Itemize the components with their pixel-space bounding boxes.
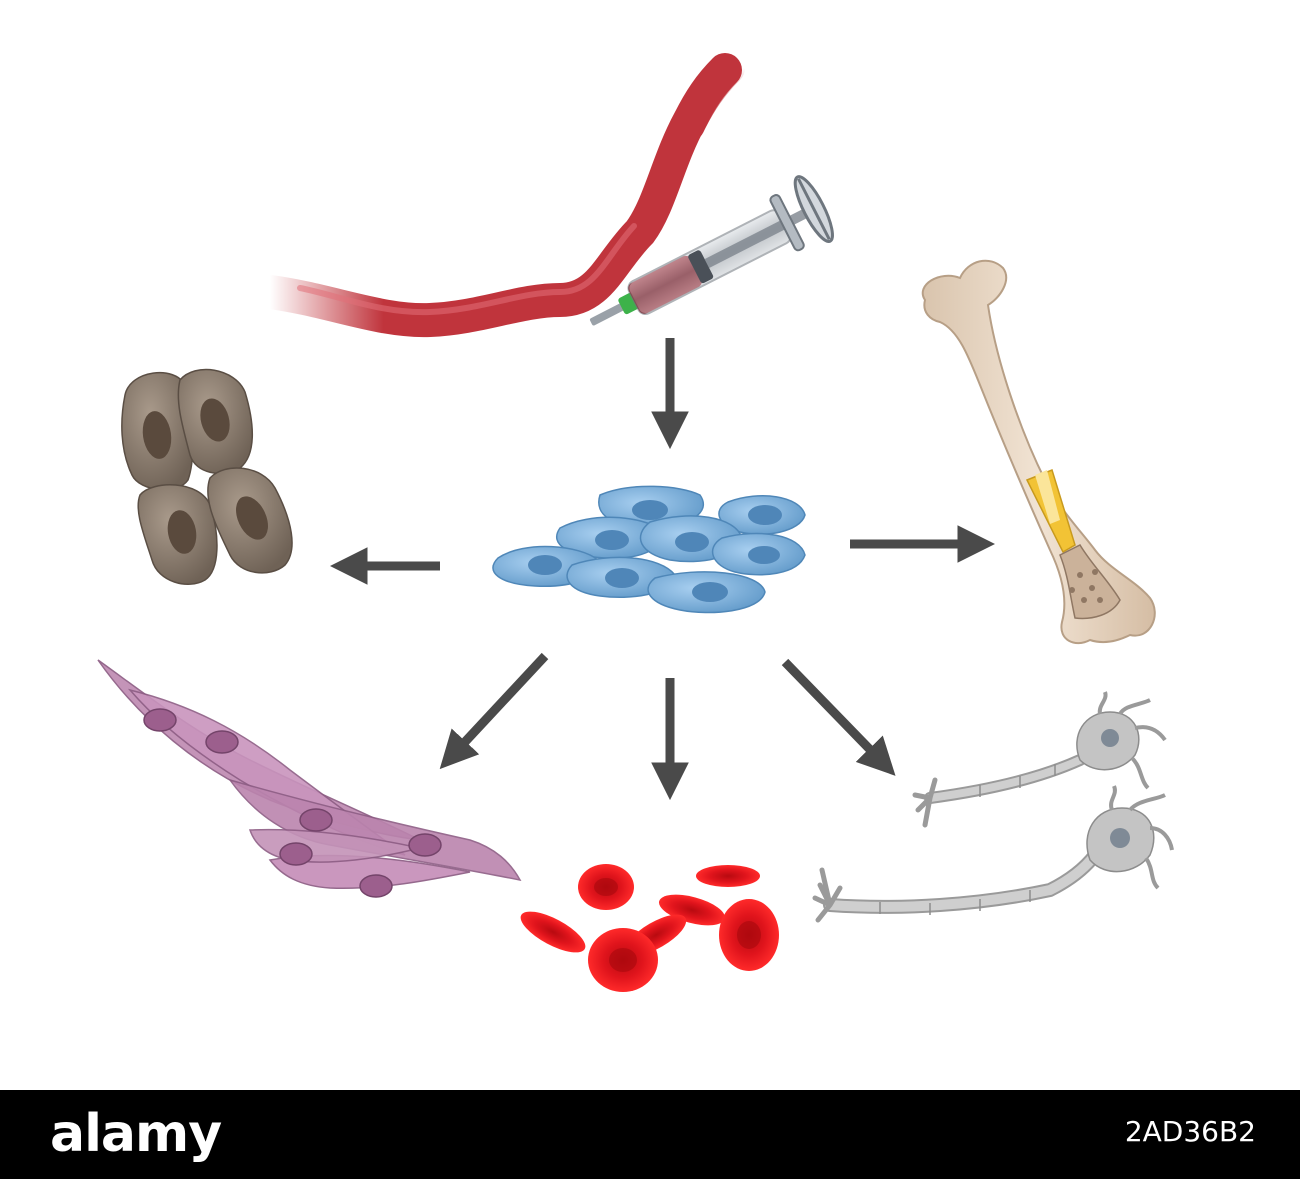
bone-icon <box>921 259 1156 645</box>
vein-highlight <box>297 223 637 316</box>
footer-bar <box>0 1090 1300 1179</box>
alamy-wordmark: alamy <box>50 1104 222 1164</box>
muscle-cell-icon <box>97 659 522 898</box>
vein-top <box>671 51 745 142</box>
smooth-muscle-cells <box>97 659 522 898</box>
arrows <box>329 338 996 801</box>
red-blood-cells <box>520 864 779 992</box>
stem-cell-differentiation-diagram <box>97 51 1174 992</box>
epithelial-cells <box>121 368 293 585</box>
skin-cell-icon <box>121 368 293 585</box>
arrow-stem-to-neuron <box>781 658 896 776</box>
blood-cell-icon <box>520 864 779 992</box>
bone-with-marrow <box>921 259 1156 645</box>
stem-cell-cluster <box>492 485 806 614</box>
syringe-icon <box>589 175 834 326</box>
image-id: 2AD36B2 <box>1124 1115 1256 1148</box>
vein-with-syringe <box>253 51 834 338</box>
neurons <box>812 691 1174 923</box>
neuron-icon <box>812 691 1174 923</box>
arrow-stem-to-muscle <box>439 652 549 770</box>
stem-cell-icon <box>492 485 806 614</box>
